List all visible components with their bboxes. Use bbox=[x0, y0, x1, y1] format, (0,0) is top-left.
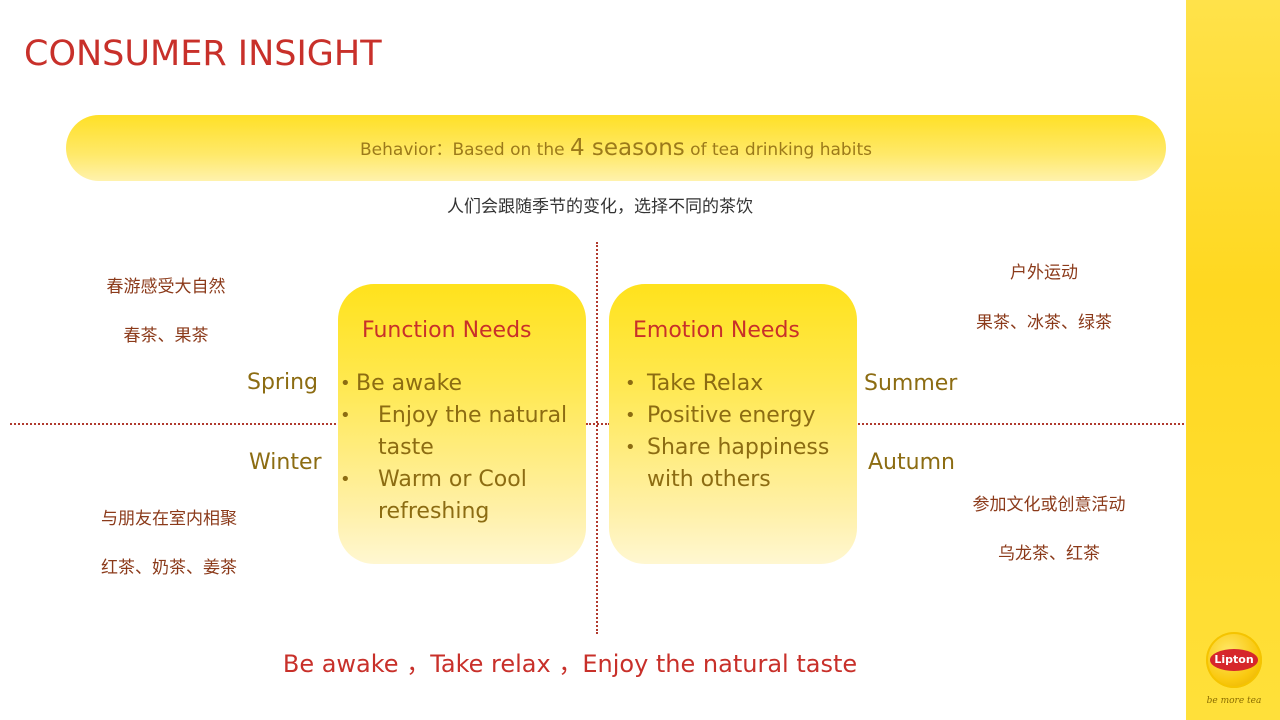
slide-title: CONSUMER INSIGHT bbox=[24, 34, 382, 74]
winter-activity: 与朋友在室内相聚 bbox=[101, 509, 237, 529]
emotion-item-relax: Take Relax bbox=[623, 368, 843, 400]
function-item-be-awake: Be awake bbox=[338, 368, 568, 400]
season-summer: Summer bbox=[864, 371, 958, 396]
function-needs-title: Function Needs bbox=[362, 318, 532, 343]
banner-suffix: of tea drinking habits bbox=[684, 140, 872, 160]
summer-tea: 果茶、冰茶、绿茶 bbox=[976, 313, 1112, 333]
horizontal-divider-right bbox=[858, 423, 1184, 425]
autumn-activity: 参加文化或创意活动 bbox=[972, 495, 1126, 515]
vertical-divider bbox=[596, 242, 598, 634]
logo-text: Lipton bbox=[1210, 649, 1258, 671]
season-winter: Winter bbox=[249, 450, 322, 475]
emotion-item-positive: Positive energy bbox=[623, 400, 843, 432]
horizontal-divider-left bbox=[10, 423, 336, 425]
brand-sidebar bbox=[1186, 0, 1280, 720]
season-spring: Spring bbox=[247, 370, 318, 395]
emotion-needs-list: Take Relax Positive energy Share happine… bbox=[623, 368, 843, 496]
summary-line: Be awake ，Take relax ，Enjoy the natural … bbox=[282, 650, 858, 678]
lipton-logo: Lipton bbox=[1204, 632, 1264, 688]
brand-tagline: be more tea bbox=[1206, 696, 1262, 706]
function-needs-list: Be awake Enjoy the natural taste Warm or… bbox=[338, 368, 568, 528]
function-item-warm-cool: Warm or Cool refreshing bbox=[338, 464, 568, 528]
banner-prefix: Behavior：Based on the bbox=[360, 140, 570, 160]
logo-badge: Lipton bbox=[1206, 632, 1262, 688]
emotion-needs-title: Emotion Needs bbox=[633, 318, 800, 343]
winter-tea: 红茶、奶茶、姜茶 bbox=[101, 558, 237, 578]
emotion-item-share: Share happiness with others bbox=[623, 432, 843, 496]
emotion-needs-box: Emotion Needs Take Relax Positive energy… bbox=[609, 284, 857, 564]
summer-activity: 户外运动 bbox=[1010, 263, 1078, 283]
behavior-banner: Behavior：Based on the 4 seasons of tea d… bbox=[66, 115, 1166, 181]
autumn-tea: 乌龙茶、红茶 bbox=[998, 544, 1100, 564]
spring-tea: 春茶、果茶 bbox=[123, 326, 209, 346]
season-autumn: Autumn bbox=[868, 450, 955, 475]
spring-activity: 春游感受大自然 bbox=[106, 277, 226, 297]
function-item-natural-taste: Enjoy the natural taste bbox=[338, 400, 568, 464]
banner-highlight: 4 seasons bbox=[569, 135, 685, 161]
banner-text: Behavior：Based on the 4 seasons of tea d… bbox=[66, 115, 1166, 181]
banner-subtitle: 人们会跟随季节的变化，选择不同的茶饮 bbox=[447, 197, 753, 217]
function-needs-box: Function Needs Be awake Enjoy the natura… bbox=[338, 284, 586, 564]
horizontal-divider-center bbox=[586, 423, 610, 425]
